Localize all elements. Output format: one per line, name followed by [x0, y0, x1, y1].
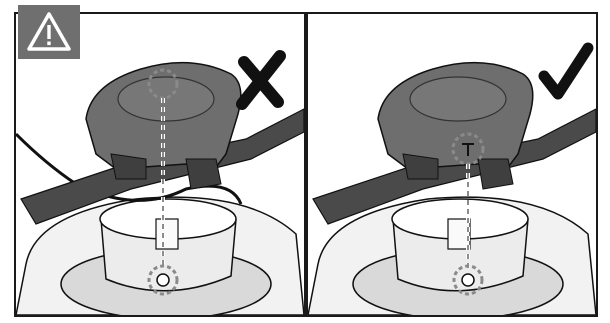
disc-center	[118, 77, 214, 121]
correct-illustration	[308, 14, 596, 315]
mount-pin	[157, 274, 169, 286]
cross-icon	[242, 56, 280, 104]
hub-post	[448, 219, 470, 249]
hub-post	[156, 219, 178, 249]
warning-triangle-icon	[18, 5, 80, 59]
warning-badge	[18, 5, 80, 59]
check-icon	[544, 48, 588, 94]
mount-pin	[462, 274, 474, 286]
disc-center	[410, 77, 506, 121]
incorrect-illustration	[16, 14, 304, 315]
panel-correct	[306, 12, 598, 317]
